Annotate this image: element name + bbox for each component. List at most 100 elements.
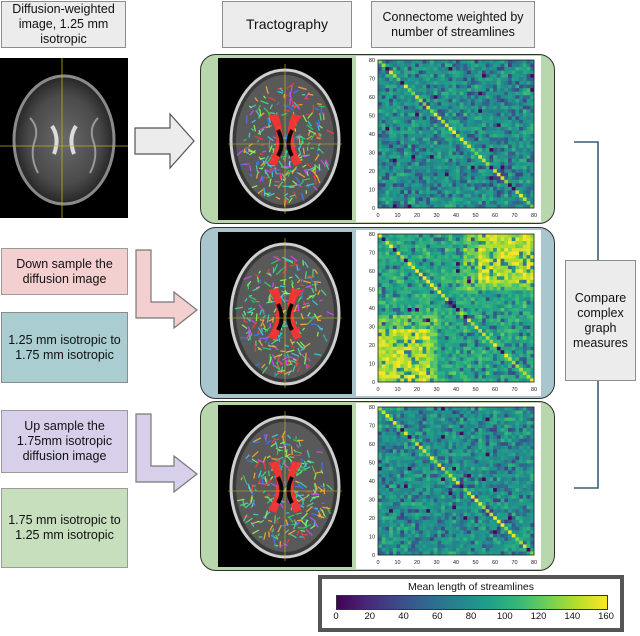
matrix-cell: [511, 158, 516, 163]
matrix-cell: [515, 339, 520, 344]
matrix-cell: [508, 91, 513, 96]
matrix-cell: [482, 286, 487, 291]
matrix-cell: [426, 357, 431, 362]
matrix-cell: [500, 364, 505, 369]
fiber-streak: [282, 354, 290, 359]
matrix-cell: [430, 407, 435, 411]
matrix-cell: [470, 350, 475, 355]
matrix-cell: [385, 339, 390, 344]
matrix-cell: [411, 329, 416, 333]
upsample-result: 1.75 mm isotropic to 1.25 mm isotropic: [1, 488, 128, 568]
matrix-cell: [396, 241, 401, 245]
matrix-cell: [470, 88, 475, 93]
matrix-cell: [441, 193, 446, 198]
matrix-cell: [478, 74, 483, 78]
matrix-cell: [500, 119, 505, 124]
matrix-cell: [467, 102, 472, 107]
matrix-cell: [463, 293, 468, 298]
matrix-cell: [404, 151, 409, 156]
matrix-cell: [381, 165, 386, 170]
ventricles: [276, 476, 294, 505]
matrix-cell: [381, 332, 386, 337]
matrix-cell: [430, 197, 435, 202]
matrix-cell: [493, 148, 498, 152]
matrix-cell: [489, 126, 494, 131]
matrix-cell: [385, 442, 390, 447]
matrix-cell: [452, 346, 457, 351]
matrix-cell: [459, 371, 464, 376]
matrix-cell: [422, 234, 427, 238]
matrix-cell: [522, 248, 527, 252]
matrix-cell: [426, 315, 431, 319]
matrix-cell: [493, 74, 498, 78]
matrix-cell: [456, 204, 461, 209]
matrix-cell: [478, 158, 483, 163]
matrix-cell: [470, 158, 475, 163]
matrix-cell: [530, 360, 535, 365]
matrix-cell: [522, 200, 527, 205]
matrix-cell: [508, 421, 513, 425]
matrix-cell: [482, 262, 487, 267]
matrix-cell: [452, 176, 457, 181]
matrix-cell: [418, 336, 423, 341]
matrix-cell: [526, 95, 531, 100]
matrix-cell: [381, 197, 386, 202]
matrix-cell: [508, 438, 513, 443]
matrix-cell: [467, 234, 472, 238]
fiber-streak: [280, 350, 286, 353]
matrix-cell: [452, 449, 457, 454]
matrix-cell: [441, 293, 446, 298]
matrix-cell: [474, 144, 479, 149]
matrix-cell: [511, 367, 516, 372]
matrix-cell: [522, 407, 527, 411]
matrix-cell: [511, 67, 516, 71]
matrix-cell: [407, 258, 412, 263]
matrix-cell: [411, 318, 416, 323]
matrix-cell: [496, 332, 501, 337]
matrix-cell: [456, 98, 461, 103]
matrix-cell: [430, 449, 435, 454]
matrix-cell: [474, 311, 479, 316]
matrix-cell: [448, 190, 453, 195]
fiber-streak: [266, 192, 275, 198]
matrix-cell: [478, 378, 483, 383]
matrix-cell: [437, 98, 442, 103]
matrix-cell: [426, 91, 431, 96]
matrix-cell: [385, 297, 390, 302]
matrix-cell: [407, 371, 412, 376]
matrix-cell: [467, 360, 472, 365]
fiber-streak: [279, 87, 284, 92]
matrix-cell: [515, 322, 520, 326]
matrix-cell: [511, 155, 516, 159]
matrix-cell: [389, 421, 394, 425]
matrix-cell: [456, 435, 461, 440]
matrix-cell: [485, 322, 490, 326]
fiber-streak: [243, 275, 252, 280]
matrix-cell: [411, 364, 416, 369]
matrix-cell: [496, 119, 501, 124]
matrix-cell: [526, 112, 531, 117]
matrix-cell: [515, 290, 520, 295]
matrix-cell: [433, 290, 438, 295]
matrix-cell: [418, 449, 423, 454]
matrix-cell: [467, 244, 472, 249]
matrix-cell: [474, 300, 479, 305]
matrix-cell: [511, 378, 516, 383]
matrix-cell: [452, 148, 457, 152]
matrix-cell: [456, 442, 461, 447]
matrix-cell: [522, 367, 527, 372]
matrix-cell: [385, 431, 390, 436]
fiber-streak: [280, 366, 284, 374]
matrix-cell: [504, 407, 509, 411]
matrix-cell: [381, 123, 386, 128]
matrix-cell: [396, 265, 401, 270]
matrix-cell: [459, 204, 464, 209]
matrix-cell: [500, 169, 505, 174]
matrix-cell: [459, 269, 464, 274]
fiber-streak: [292, 180, 297, 185]
matrix-cell: [448, 109, 453, 114]
matrix-cell: [522, 258, 527, 263]
matrix-cell: [441, 311, 446, 316]
matrix-cell: [448, 442, 453, 447]
matrix-cell: [526, 279, 531, 284]
